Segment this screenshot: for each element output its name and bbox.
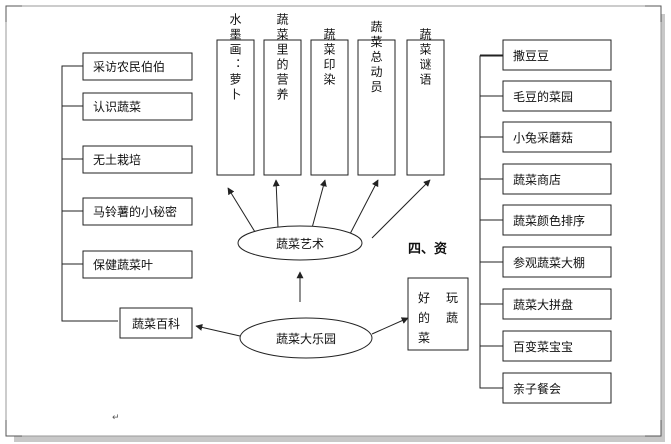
art-item-3: 蔬菜印染	[322, 28, 336, 88]
corner-marks	[5, 5, 662, 437]
paragraph-mark: ↵	[112, 413, 120, 423]
encyclopedia-item-4: 马铃薯的小秘密	[93, 204, 177, 219]
art-item-box-1	[216, 39, 255, 176]
heading-fragment: 四、资	[408, 241, 447, 257]
fun-item-9: 亲子餐会	[513, 381, 561, 396]
fun-item-2: 毛豆的菜园	[513, 89, 573, 104]
fun-item-box-1	[502, 39, 612, 71]
center-label: 蔬菜大乐园	[276, 332, 336, 346]
fun-item-3: 小兔采蘑菇	[513, 130, 573, 145]
fun-item-7: 蔬菜大拼盘	[513, 297, 573, 312]
arrow-art-to-item-5	[371, 179, 431, 239]
arrow-art-to-item-2	[272, 179, 280, 229]
fun-item-6: 参观蔬菜大棚	[513, 255, 585, 270]
fun-label-char-5: 菜	[418, 331, 430, 345]
fun-label-char-4: 蔬	[446, 311, 458, 325]
art-item-box-3	[310, 39, 349, 176]
fun-label-char-3: 的	[418, 310, 430, 325]
encyclopedia-item-box-1	[82, 52, 193, 81]
encyclopedia-item-5: 保健蔬菜叶	[93, 258, 153, 272]
fun-item-box-3	[502, 121, 612, 153]
fun-label-char-2: 玩	[446, 291, 458, 305]
arrow-art-to-item-3	[311, 179, 327, 229]
arrow-art-to-item-1	[227, 187, 256, 233]
fun-item-box-8	[502, 330, 612, 362]
fun-item-1: 撒豆豆	[513, 48, 549, 63]
arrow-art-to-item-4	[349, 179, 379, 235]
fun-item-4: 蔬菜商店	[513, 172, 561, 187]
encyclopedia-item-3: 无土栽培	[93, 152, 141, 167]
arrow-center-to-encyclopedia	[195, 323, 241, 337]
art-item-1: 水墨画：萝卜	[228, 13, 242, 103]
art-item-box-2	[263, 39, 302, 176]
fun-item-8: 百变菜宝宝	[513, 339, 573, 354]
fun-box	[407, 277, 469, 351]
art-item-box-5	[406, 39, 445, 176]
encyclopedia-item-2: 认识蔬菜	[93, 100, 141, 114]
fun-item-box-2	[502, 80, 612, 112]
fun-item-box-4	[502, 163, 612, 195]
arrow-center-to-fun	[371, 317, 409, 335]
fun-label: 好 玩的 蔬菜	[418, 291, 458, 345]
fun-item-box-5	[502, 204, 612, 236]
art-item-4: 蔬菜总动员	[369, 20, 383, 95]
center-node	[239, 317, 373, 359]
art-item-2: 蔬菜里的营养	[275, 13, 289, 103]
fun-item-5: 蔬菜颜色排序	[513, 213, 585, 228]
art-item-5: 蔬菜谜语	[418, 28, 432, 88]
encyclopedia-box	[119, 307, 193, 339]
encyclopedia-label: 蔬菜百科	[132, 317, 180, 331]
fun-label-char-1: 好	[418, 291, 430, 305]
encyclopedia-item-1: 采访农民伯伯	[93, 59, 165, 74]
art-item-box-4	[357, 39, 396, 176]
fun-item-box-6	[502, 246, 612, 278]
fun-item-box-7	[502, 288, 612, 320]
art-label: 蔬菜艺术	[276, 237, 324, 251]
encyclopedia-item-box-3	[82, 145, 193, 174]
encyclopedia-item-box-2	[82, 92, 193, 121]
fun-item-box-9	[502, 372, 612, 404]
encyclopedia-item-box-5	[82, 250, 193, 279]
encyclopedia-stubs	[62, 65, 83, 265]
encyclopedia-item-box-4	[82, 197, 193, 226]
fun-stubs	[480, 54, 503, 389]
art-node	[237, 225, 363, 261]
